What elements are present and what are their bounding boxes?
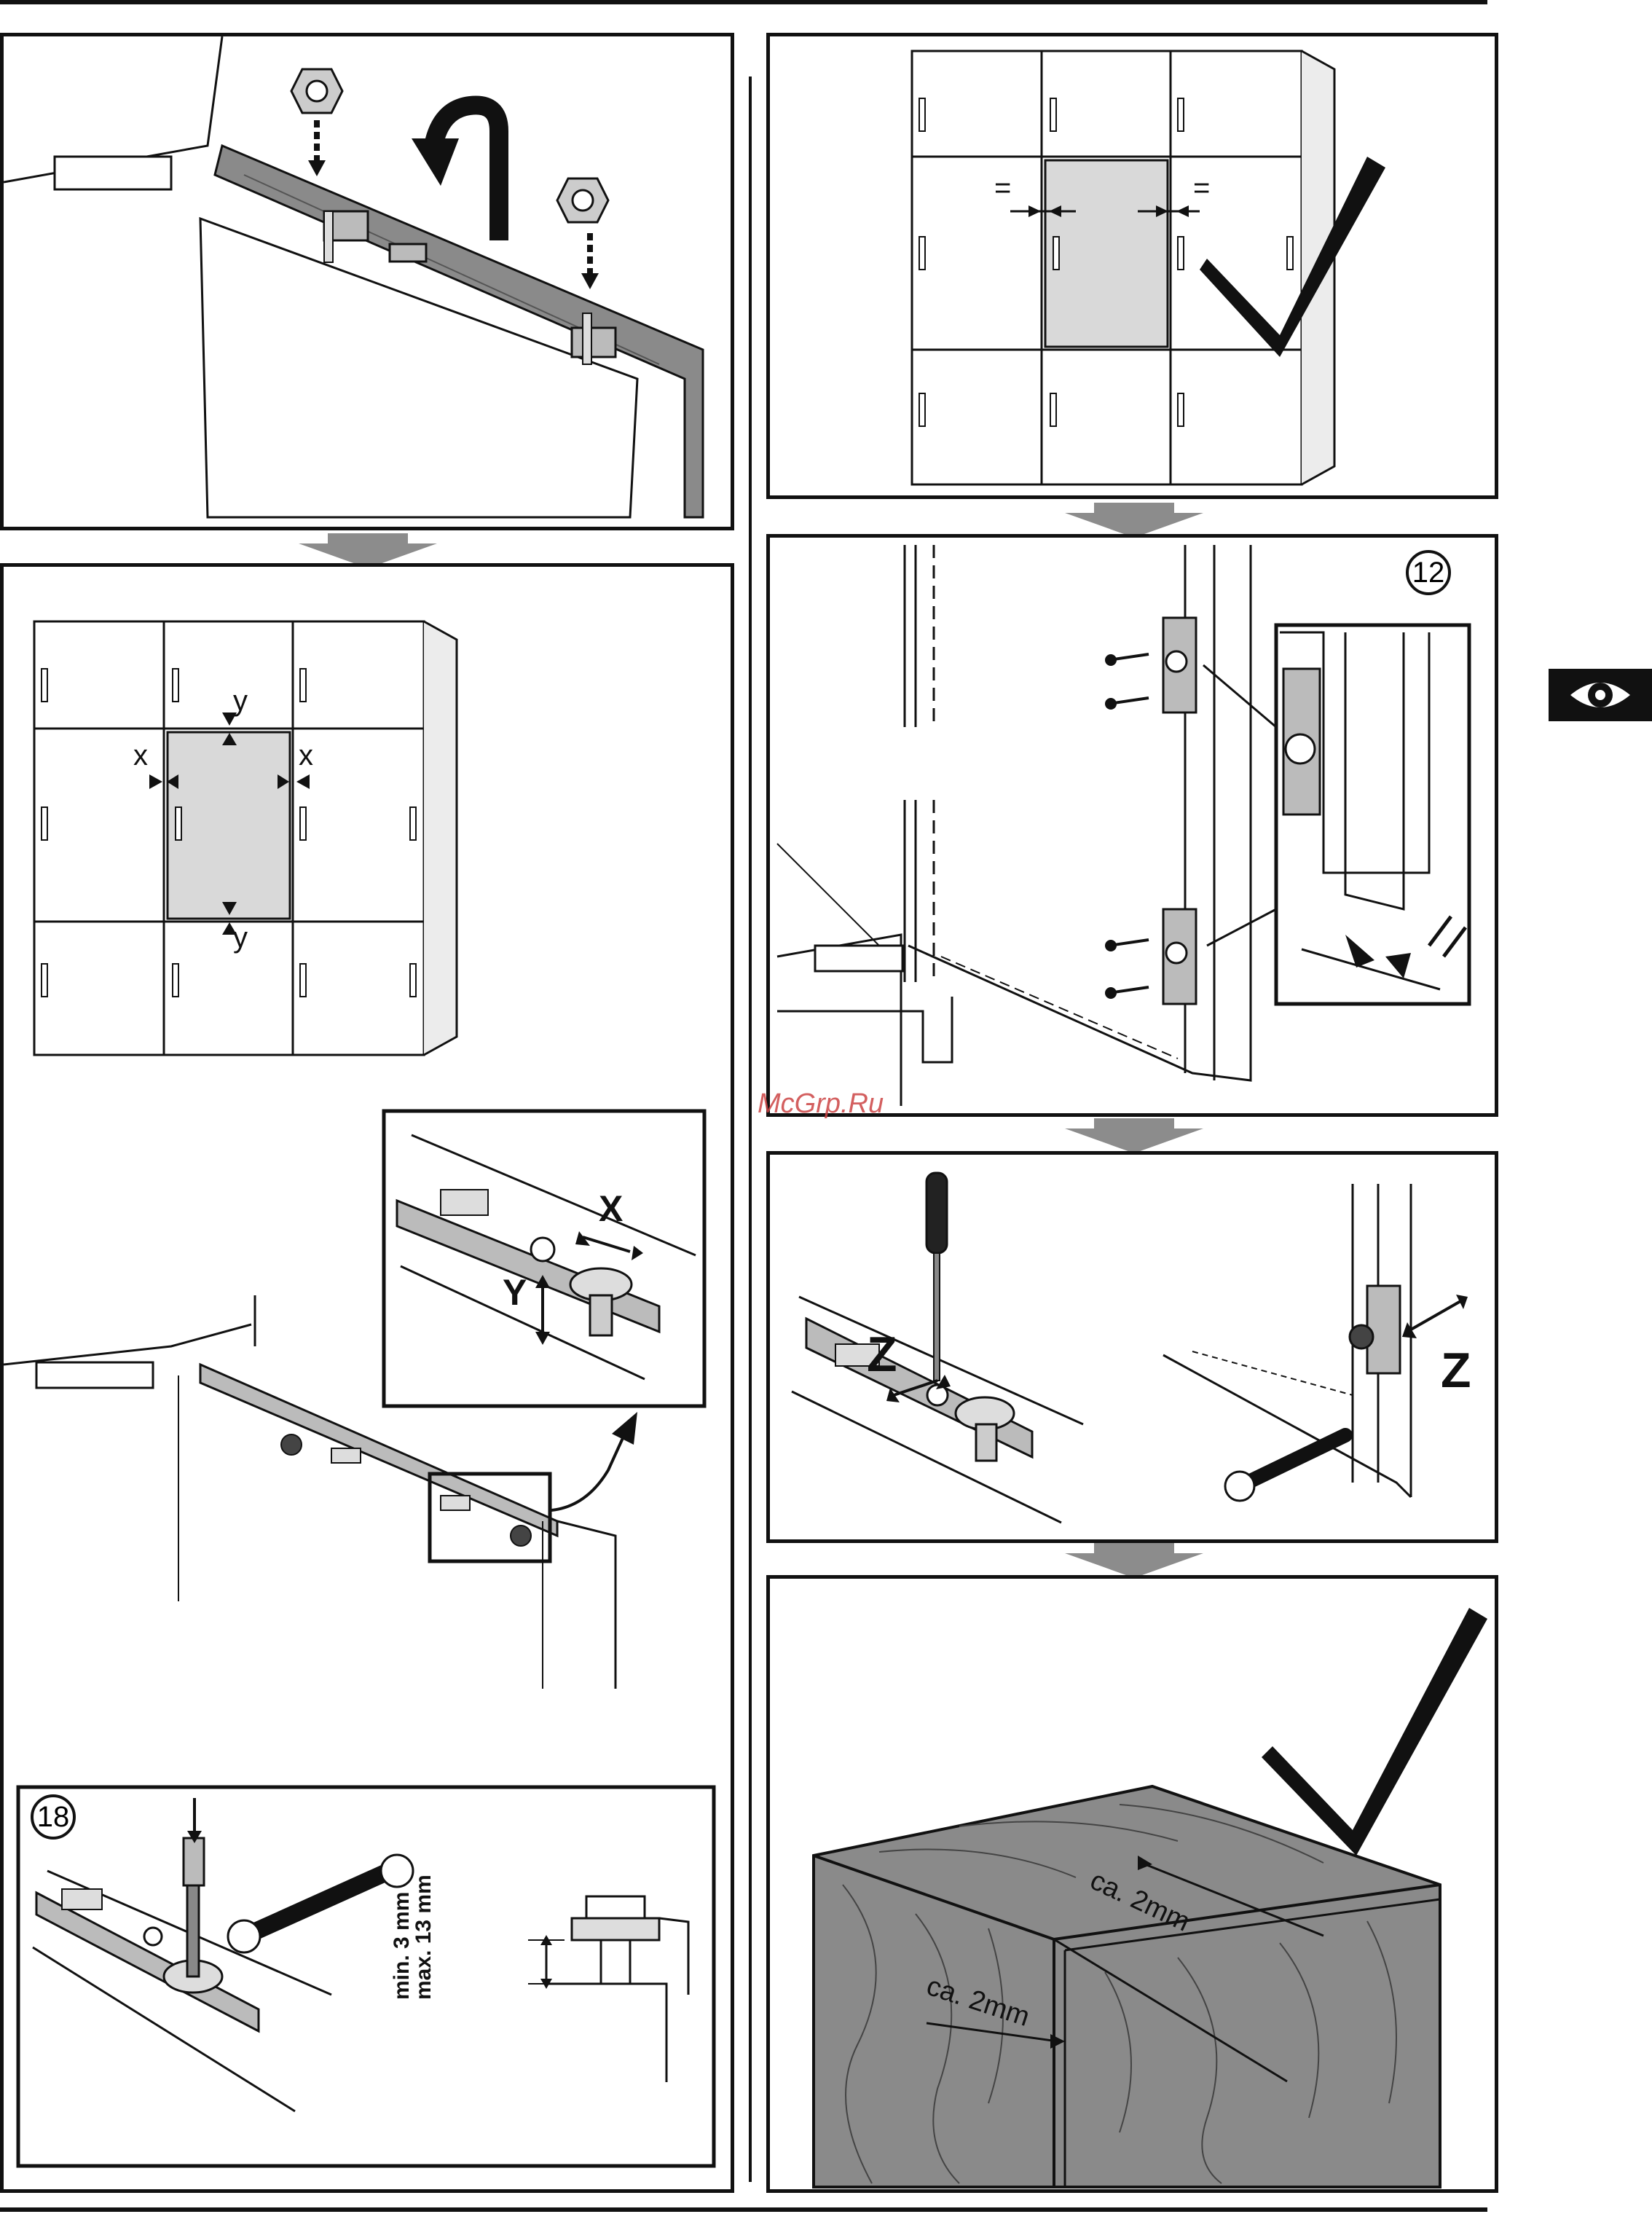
panel-alignment-xy bbox=[0, 563, 734, 2193]
step-12-number: 12 bbox=[1412, 557, 1445, 589]
alignment-illustration bbox=[4, 567, 732, 2191]
panel-door-hinge-mount bbox=[0, 33, 734, 530]
label-eq-left: = bbox=[994, 172, 1011, 205]
label-min-gap: min. 3 mm bbox=[390, 1892, 414, 2000]
panel-equal-gaps bbox=[766, 33, 1498, 499]
label-y-top: y bbox=[233, 685, 248, 718]
label-y-bottom: y bbox=[233, 922, 248, 954]
label-Z-right: Z bbox=[1441, 1342, 1471, 1399]
side-tab bbox=[1549, 669, 1652, 721]
step-18-badge: 18 bbox=[31, 1794, 76, 1840]
step-arrow-2 bbox=[1065, 503, 1203, 538]
label-X-detail: X bbox=[599, 1188, 623, 1230]
label-x-left: x bbox=[133, 739, 148, 772]
step-12-badge: 12 bbox=[1406, 550, 1451, 595]
step-arrow-4 bbox=[1065, 1543, 1203, 1578]
step-arrow-3 bbox=[1065, 1118, 1203, 1153]
hinge-mount-illustration bbox=[4, 36, 732, 528]
column-divider bbox=[749, 76, 752, 2182]
step-18-number: 18 bbox=[37, 1801, 70, 1833]
bottom-rule bbox=[0, 2207, 1487, 2212]
equal-gaps-illustration bbox=[770, 36, 1496, 497]
label-Y-detail: Y bbox=[503, 1271, 527, 1314]
label-eq-right: = bbox=[1193, 172, 1210, 205]
eye-icon bbox=[1549, 669, 1652, 721]
panel-step-12 bbox=[766, 534, 1498, 1117]
side-hinge-illustration bbox=[770, 538, 1496, 1115]
label-Z-left: Z bbox=[867, 1326, 897, 1383]
label-max-gap: max. 13 mm bbox=[412, 1875, 436, 2000]
label-x-right: x bbox=[299, 739, 313, 772]
watermark: McGrp.Ru bbox=[758, 1088, 884, 1120]
top-rule bbox=[0, 0, 1487, 4]
